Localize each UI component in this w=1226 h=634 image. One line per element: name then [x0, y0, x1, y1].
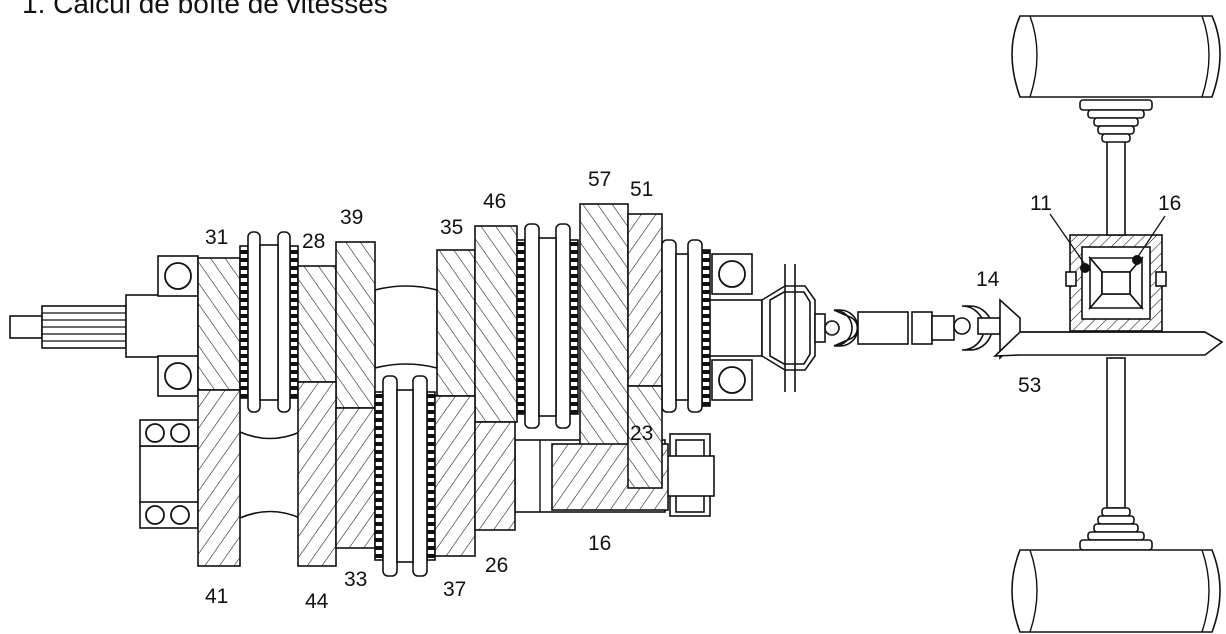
- synchro-46-57: [516, 223, 579, 429]
- gear-44: [297, 381, 337, 567]
- synchro-33-37: [374, 375, 436, 577]
- label-16-bottom: 16: [588, 532, 611, 555]
- gear-57: [579, 203, 629, 451]
- wheel-bottom: [1011, 549, 1221, 633]
- bearing-primary-right: [711, 253, 753, 401]
- output-coupling: [761, 264, 1001, 392]
- gear-35: [436, 249, 476, 397]
- label-41: 41: [205, 585, 228, 608]
- label-11: 11: [1030, 192, 1052, 215]
- label-53: 53: [1018, 374, 1041, 397]
- label-33: 33: [344, 568, 367, 591]
- bearing-secondary-right: [665, 433, 715, 517]
- cv-boot-top: [1079, 99, 1153, 143]
- label-35: 35: [440, 216, 463, 239]
- label-23: 23: [630, 422, 653, 445]
- label-44: 44: [305, 590, 329, 613]
- label-57: 57: [588, 168, 611, 191]
- drive-shaft-bottom: [1106, 357, 1126, 509]
- synchro-31-28: [239, 231, 299, 413]
- label-39: 39: [340, 206, 363, 229]
- label-31: 31: [205, 226, 228, 249]
- label-26: 26: [485, 554, 508, 577]
- differential: [1065, 234, 1167, 332]
- gear-23: [627, 385, 663, 489]
- page-title: 1. Calcul de boîte de vitesses: [22, 0, 388, 19]
- gear-37: [434, 395, 476, 557]
- gear-39: [335, 241, 376, 409]
- gear-33: [335, 407, 376, 549]
- label-16-top: 16: [1158, 192, 1181, 215]
- cv-boot-bottom: [1079, 507, 1153, 551]
- wheel-top: [1011, 15, 1221, 98]
- synchro-right: [661, 239, 711, 413]
- label-28: 28: [302, 230, 325, 253]
- gear-26: [474, 421, 516, 531]
- label-51: 51: [630, 178, 653, 201]
- label-37: 37: [443, 578, 466, 601]
- gear-28: [297, 265, 337, 383]
- gear-31: [197, 257, 241, 391]
- gear-41: [197, 389, 241, 567]
- label-14: 14: [976, 268, 1000, 291]
- drive-shaft-top: [1106, 139, 1126, 236]
- gear-53-crown: [992, 331, 1224, 357]
- gear-46: [474, 225, 518, 423]
- bearing-secondary-left: [139, 419, 199, 529]
- label-46: 46: [483, 190, 506, 213]
- gear-51: [627, 213, 663, 387]
